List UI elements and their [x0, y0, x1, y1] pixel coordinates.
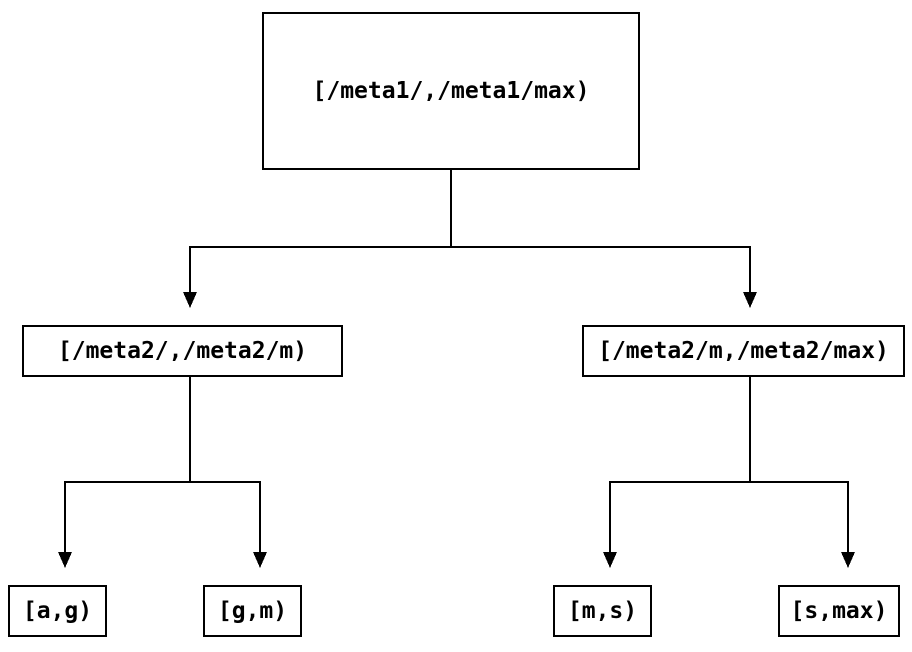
tree-node-leaf-ag: [a,g)	[8, 585, 107, 637]
node-label: [/meta2/,/meta2/m)	[57, 338, 308, 364]
node-label: [m,s)	[567, 598, 638, 624]
tree-node-leaf-ms: [m,s)	[553, 585, 652, 637]
arrowhead-icon	[58, 552, 72, 568]
tree-node-leaf-smax: [s,max)	[778, 585, 900, 637]
arrowhead-icon	[603, 552, 617, 568]
connector-root-branch	[183, 170, 757, 308]
node-label: [g,m)	[217, 598, 288, 624]
tree-node-meta2-left: [/meta2/,/meta2/m)	[22, 325, 343, 377]
node-label: [s,max)	[790, 598, 888, 624]
arrowhead-icon	[743, 292, 757, 308]
tree-node-root: [/meta1/,/meta1/max)	[262, 12, 640, 170]
arrowhead-icon	[183, 292, 197, 308]
connector-right-branch	[603, 377, 855, 568]
node-label: [/meta2/m,/meta2/max)	[598, 338, 889, 364]
node-label: [a,g)	[22, 598, 93, 624]
tree-node-leaf-gm: [g,m)	[203, 585, 302, 637]
arrowhead-icon	[841, 552, 855, 568]
node-label: [/meta1/,/meta1/max)	[312, 78, 590, 104]
arrowhead-icon	[253, 552, 267, 568]
tree-node-meta2-right: [/meta2/m,/meta2/max)	[582, 325, 905, 377]
connector-left-branch	[58, 377, 267, 568]
